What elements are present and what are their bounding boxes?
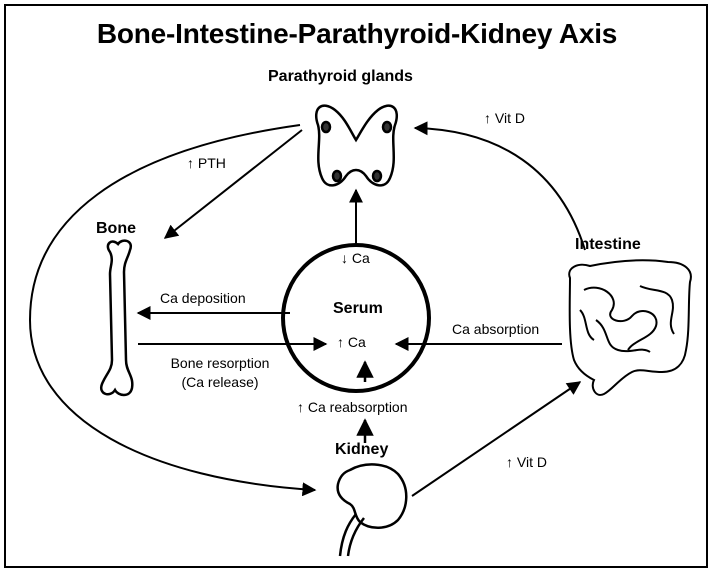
intestine-icon <box>569 260 691 395</box>
bone-icon <box>101 241 132 395</box>
kidney-icon <box>338 464 407 556</box>
bone-label: Bone <box>96 220 136 238</box>
outer-loop-left <box>30 125 315 490</box>
ca-release-label: (Ca release) <box>150 374 290 390</box>
arrow-kidney-to-intestine <box>412 382 580 496</box>
serum-high-ca: ↑ Ca <box>337 334 366 350</box>
vit-d-bottom-label: ↑ Vit D <box>506 454 547 470</box>
bone-resorption-label: Bone resorption <box>150 355 290 371</box>
outer-loop-right <box>415 128 585 250</box>
ca-deposition-label: Ca deposition <box>160 290 246 306</box>
ca-reabsorption-label: ↑ Ca reabsorption <box>297 399 408 415</box>
diagram-title: Bone-Intestine-Parathyroid-Kidney Axis <box>0 18 714 50</box>
vit-d-top-label: ↑ Vit D <box>484 110 525 126</box>
serum-circle <box>283 245 429 391</box>
serum-low-ca: ↓ Ca <box>341 250 370 266</box>
ca-absorption-label: Ca absorption <box>452 321 539 337</box>
pth-label: ↑ PTH <box>187 155 226 171</box>
parathyroid-icon <box>316 106 397 186</box>
serum-label: Serum <box>333 300 383 318</box>
intestine-label: Intestine <box>575 236 641 254</box>
parathyroid-label: Parathyroid glands <box>268 68 413 86</box>
kidney-label: Kidney <box>335 441 388 459</box>
arrow-pth-to-bone <box>165 130 302 238</box>
